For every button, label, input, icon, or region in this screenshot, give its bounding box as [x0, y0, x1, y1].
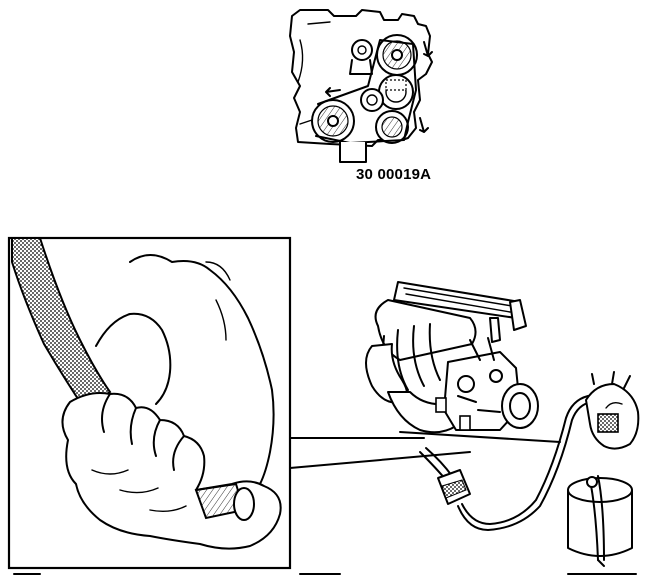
upper-pulley — [376, 34, 418, 76]
middle-pulley — [378, 74, 414, 110]
hose-end — [233, 487, 255, 521]
lower-right-pulley — [375, 110, 409, 144]
drain-hose — [419, 395, 593, 531]
figure-reference-code: 30 00019A — [356, 166, 432, 183]
alternator-pulley — [349, 39, 373, 75]
intake-manifold-assembly — [365, 281, 561, 443]
belt-drive-diagram — [289, 9, 433, 163]
detail-inset — [7, 236, 292, 570]
throttle-body — [435, 337, 539, 431]
rotation-arrow-icon — [325, 87, 341, 97]
drive-belt — [315, 39, 417, 144]
rotation-arrow-icon — [423, 41, 433, 57]
right-hand-icon — [585, 371, 640, 450]
drain-container — [567, 475, 633, 567]
oil-pan — [339, 142, 367, 163]
callout-lines — [289, 437, 471, 469]
crankshaft-pulley — [311, 99, 355, 143]
rotation-arrow-icon — [419, 117, 429, 133]
idler-pulley — [360, 88, 384, 112]
